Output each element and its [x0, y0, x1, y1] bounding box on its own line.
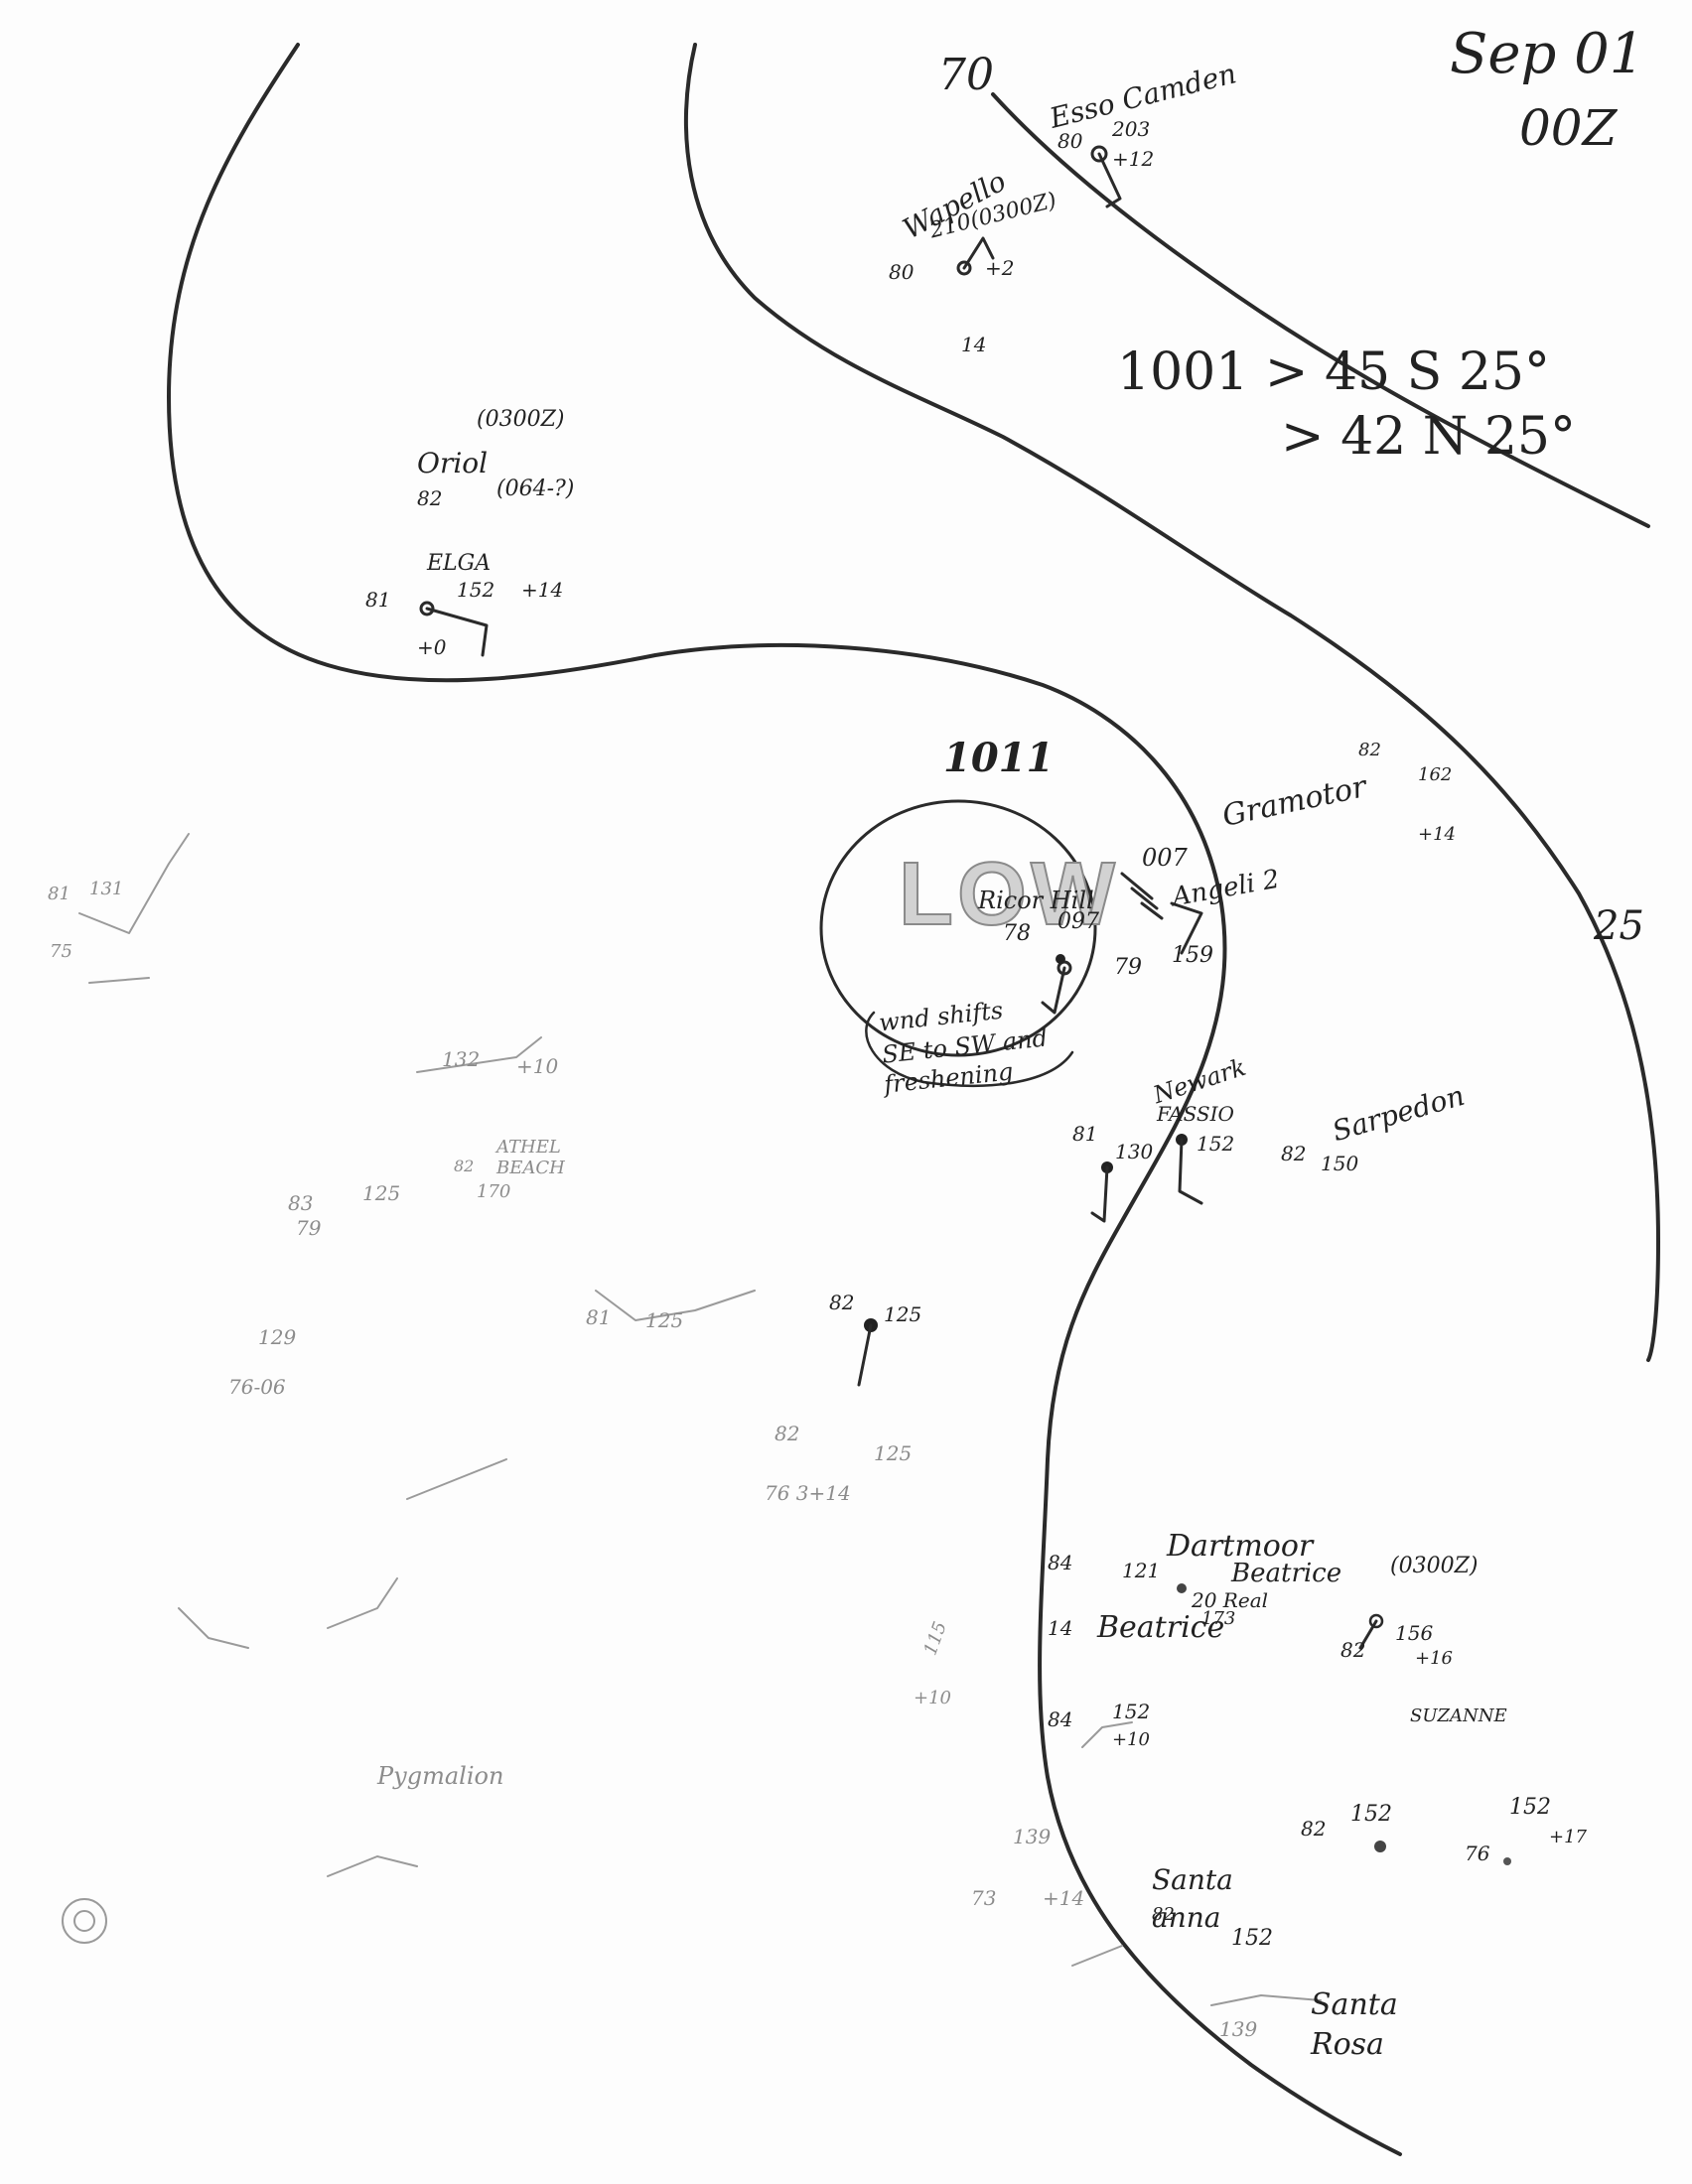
- ship-dartmoor-pressure: 121: [1122, 1559, 1161, 1582]
- ship-angeli-pressure2: 159: [1172, 943, 1213, 968]
- ship-esso-camden-temp: 80: [1058, 129, 1083, 153]
- ship-gramotor-temp: 82: [1358, 740, 1381, 760]
- ship-angeli-pressure: 007: [1142, 844, 1188, 872]
- plot-132-pressure: 132: [442, 1047, 481, 1071]
- ship-wapello-extra: 14: [961, 333, 987, 356]
- ship-oriole-name: Oriol: [417, 447, 489, 479]
- ship-esso-camden-pressure: 203: [1112, 117, 1151, 141]
- plot-125d-temp: 82: [775, 1422, 800, 1445]
- plot-125a-temp: 83: [288, 1191, 314, 1215]
- station-circles: [419, 145, 1511, 1865]
- plot-131-pressure: 131: [89, 879, 124, 899]
- pressure-note-line2: > 42 N 25°: [1281, 407, 1576, 467]
- ship-newark-temp: 81: [1072, 1122, 1098, 1146]
- plot-132-tendency: +10: [516, 1054, 559, 1078]
- ship-santa-rosa-name: Santa Rosa: [1311, 1987, 1398, 2062]
- ship-esso-camden-tendency: +12: [1112, 147, 1155, 171]
- plot-125d-change: 76 3+14: [765, 1481, 851, 1505]
- plot-152b-dew: 76: [1465, 1842, 1490, 1865]
- low-stamp: LOW: [898, 844, 1119, 945]
- front-line: [991, 92, 1650, 528]
- ship-beatrice2-temp: 14: [1048, 1616, 1073, 1640]
- ship-elga-tendency: +14: [521, 578, 564, 602]
- ship-oriole-temp: 82: [417, 486, 443, 510]
- plot-125b-pressure: 125: [645, 1308, 684, 1332]
- ship-beatrice-pressure: 173: [1201, 1608, 1236, 1629]
- plot-152c-tendency: +17: [1549, 1827, 1587, 1847]
- wind-barbs: [425, 152, 1378, 1650]
- isobar-right: [683, 43, 1660, 1362]
- ship-ricor-hill-temp: 78: [1003, 921, 1031, 946]
- plot-115-tendency: +10: [914, 1688, 951, 1708]
- low-pressure-circle: [819, 799, 1097, 1057]
- ship-athel-beach-pressure: 170: [477, 1181, 511, 1202]
- plot-131-dew: 75: [50, 941, 72, 962]
- plot-129-change: 76-06: [228, 1375, 286, 1399]
- plot-131-temp: 81: [48, 884, 70, 904]
- isobar-main: [167, 43, 1402, 2156]
- ship-santa-rosa-pressure: 139: [1219, 2017, 1258, 2041]
- ship-pygmalion-name: Pygmalion: [377, 1762, 504, 1790]
- ship-beatrice-extra: 20 Real: [1192, 1588, 1269, 1612]
- ship-oriole-time: (0300Z): [477, 407, 565, 432]
- plot-152b-temp: 82: [1301, 1817, 1327, 1841]
- ship-angeli-temp: 79: [1114, 955, 1142, 980]
- low-pressure-value: 1011: [943, 735, 1055, 781]
- ship-elga-temp: 81: [365, 588, 391, 612]
- plot-139-tendency: +14: [1043, 1886, 1085, 1910]
- ship-newark-pressure: 130: [1115, 1140, 1154, 1163]
- plot-125a-dew: 79: [296, 1216, 322, 1240]
- isobar-label-top: 70: [938, 50, 994, 100]
- ship-suzanne-name: SUZANNE: [1410, 1706, 1507, 1726]
- ship-beatrice-time: (0300Z): [1390, 1554, 1479, 1578]
- pressure-note-line1: 1001 > 45 S 25°: [1117, 342, 1550, 402]
- ship-elga-pressure: 152: [457, 578, 495, 602]
- ship-santa-anna-pressure: 152: [1231, 1926, 1273, 1951]
- plot-152c-pressure: 152: [1509, 1795, 1551, 1820]
- ship-wapello-tendency: +2: [985, 256, 1015, 280]
- note-bracket: [865, 1011, 1074, 1087]
- isobar-label-right: 25: [1594, 903, 1644, 949]
- ship-oriole-extra: (064-?): [496, 477, 575, 501]
- ship-elga-name: ELGA: [427, 551, 492, 576]
- plot-139-pressure: 139: [1013, 1825, 1052, 1848]
- plot-152a-temp: 84: [1048, 1707, 1073, 1731]
- ship-santa-anna-temp: 82: [1152, 1904, 1175, 1925]
- map-time: 00Z: [1519, 99, 1618, 157]
- ship-gramotor-tendency: +14: [1418, 824, 1456, 845]
- ship-suzanne-pressure: 156: [1395, 1621, 1434, 1645]
- plot-129-pressure: 129: [258, 1325, 297, 1349]
- ship-dartmoor-temp: 84: [1048, 1551, 1073, 1574]
- ship-sarpedon-temp: 82: [1281, 1142, 1307, 1165]
- ship-beatrice2-name: Beatrice: [1097, 1610, 1225, 1645]
- plot-125c-temp: 82: [829, 1291, 855, 1314]
- ship-wapello-temp: 80: [889, 260, 915, 284]
- ship-santa-anna-name: Santa anna: [1152, 1863, 1233, 1934]
- plot-152a-pressure: 152: [1112, 1700, 1151, 1723]
- plot-125a-pressure: 125: [362, 1181, 401, 1205]
- ship-suzanne-tendency: +16: [1415, 1648, 1453, 1669]
- faint-plots: [62, 833, 1322, 2006]
- ship-suzanne-temp: 82: [1340, 1638, 1366, 1662]
- ship-fassio-name: FASSIO: [1157, 1102, 1234, 1126]
- ship-ricor-hill-pressure: 097: [1058, 909, 1099, 934]
- ship-fassio-pressure: 152: [1197, 1132, 1235, 1156]
- ship-athel-beach-name: ATHEL BEACH: [496, 1137, 565, 1178]
- plot-125d-pressure: 125: [874, 1441, 913, 1465]
- plot-139-temp: 73: [971, 1886, 997, 1910]
- plot-152a-tendency: +10: [1112, 1729, 1150, 1750]
- ship-elga-change: +0: [417, 635, 447, 659]
- plot-125b-temp: 81: [586, 1305, 612, 1329]
- ship-gramotor-pressure: 162: [1418, 764, 1453, 785]
- ship-sarpedon-pressure: 150: [1321, 1152, 1359, 1175]
- ship-athel-beach-temp: 82: [454, 1157, 475, 1175]
- ship-beatrice-name: Beatrice: [1231, 1559, 1342, 1588]
- ship-dartmoor-name: Dartmoor: [1167, 1529, 1314, 1564]
- plot-125c-pressure: 125: [884, 1302, 922, 1326]
- ship-ricor-hill-name: Ricor Hill: [978, 887, 1094, 914]
- plot-152b-pressure: 152: [1350, 1802, 1392, 1827]
- map-date: Sep 01: [1450, 22, 1645, 86]
